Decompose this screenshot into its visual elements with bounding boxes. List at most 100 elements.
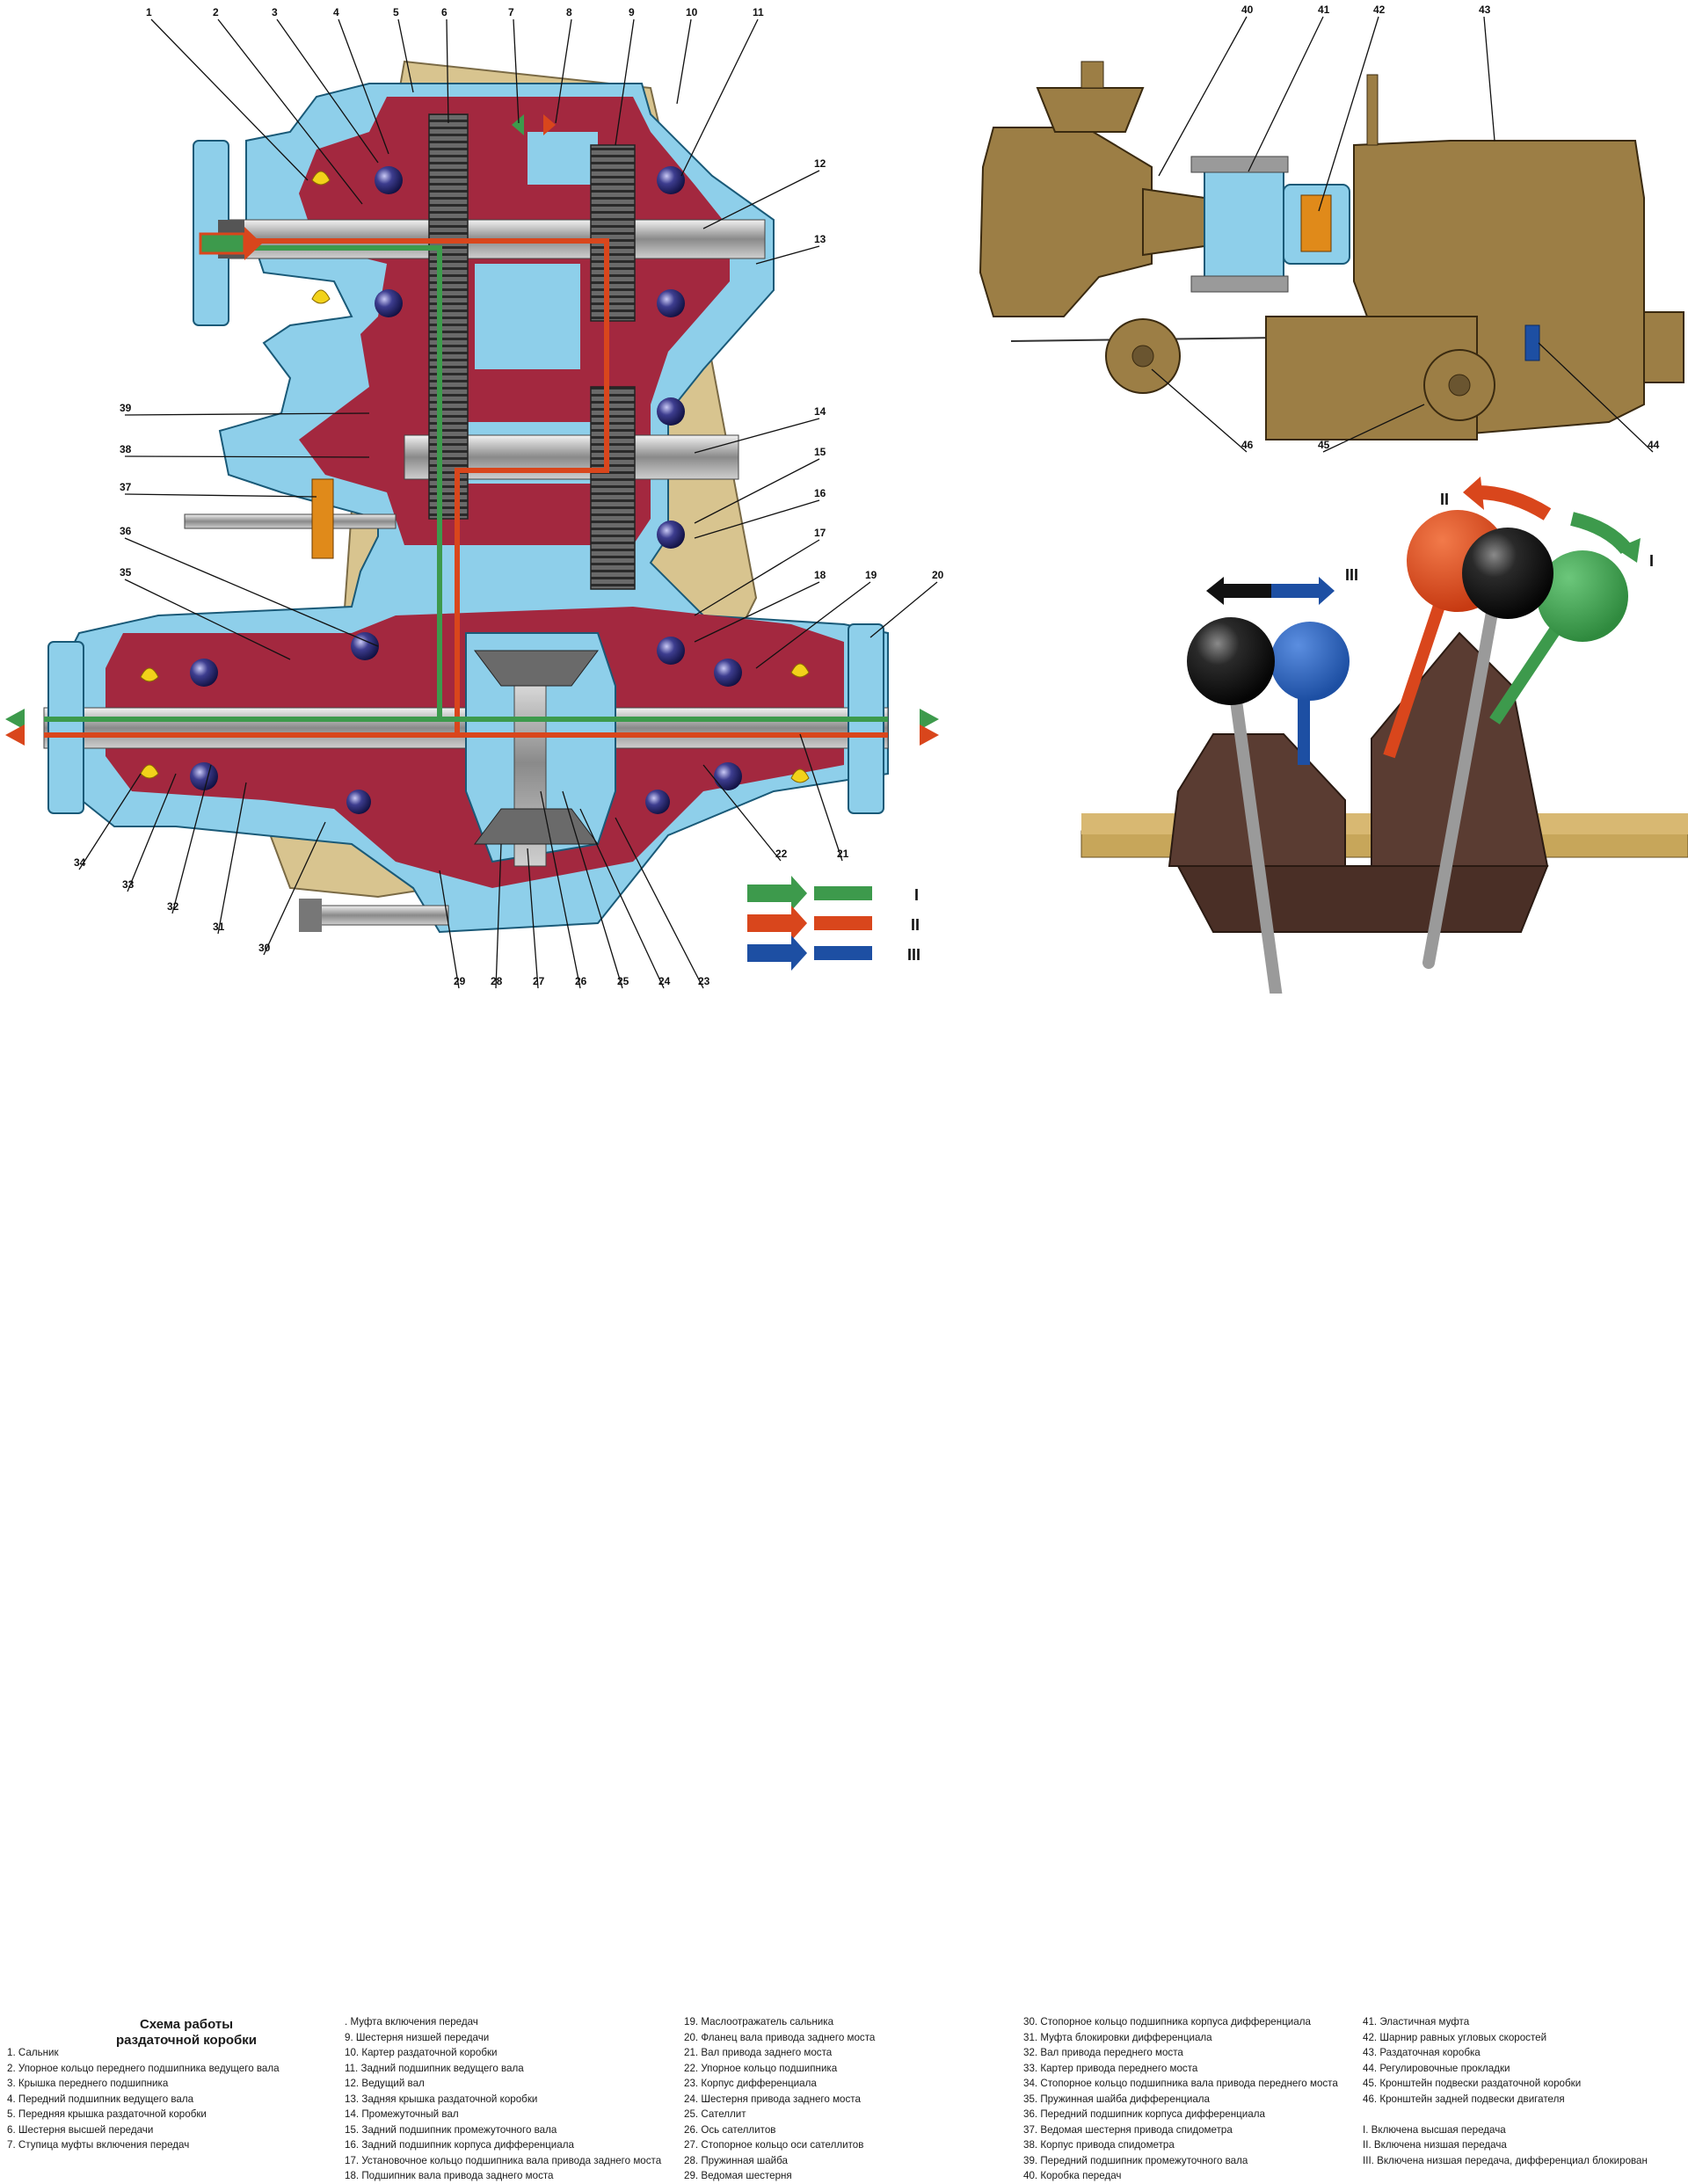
legend-item: III. Включена низшая передача, дифференц…	[1363, 2154, 1648, 2166]
legend-item: I. Включена высшая передача	[1363, 2123, 1506, 2136]
mode-legend-III: III	[747, 935, 920, 971]
callout-leader-45	[1322, 404, 1425, 453]
speedometer-gear	[311, 478, 334, 559]
output-arrows	[5, 709, 939, 746]
callout-number-18: 18	[814, 569, 826, 581]
coupling-bolt	[1190, 275, 1289, 293]
legend-item: 9. Шестерня низшей передачи	[345, 2031, 490, 2043]
legend-item: 40. Коробка передач	[1023, 2170, 1122, 2181]
callout-number-45: 45	[1318, 439, 1330, 451]
lever-position-II	[1383, 595, 1448, 759]
lever-label-II: II	[1440, 491, 1449, 508]
mode-label-I: I	[914, 886, 919, 904]
callout-leader-30	[263, 821, 326, 956]
callout-number-28: 28	[491, 975, 503, 987]
legend-item: 30. Стопорное кольцо подшипника корпуса …	[1023, 2016, 1311, 2027]
callout-leader-33	[127, 773, 177, 892]
legend-item: 32. Вал привода переднего моста	[1023, 2047, 1183, 2058]
drivetrain-assembly	[979, 61, 1684, 440]
callout-leader-11	[680, 18, 759, 177]
callout-leader-19	[755, 581, 871, 669]
callout-leader-29	[439, 870, 460, 989]
callout-number-38: 38	[120, 443, 132, 455]
legend-item: 43. Раздаточная коробка	[1363, 2047, 1481, 2058]
legend-item: 45. Кронштейн подвески раздаточной короб…	[1363, 2078, 1582, 2089]
legend-item: 20. Фланец вала привода заднего моста	[684, 2031, 876, 2043]
caption-title: Схема работы раздаточной коробки	[98, 2017, 274, 2049]
shift-arrow-red	[543, 114, 556, 135]
callout-leader-22	[702, 764, 782, 862]
callout-leader-43	[1483, 16, 1495, 142]
legend-item: 14. Промежуточный вал	[345, 2108, 459, 2120]
legend-item: 28. Пружинная шайба	[684, 2154, 788, 2166]
callout-number-2: 2	[213, 6, 219, 18]
bevel-gear	[474, 650, 599, 687]
elastic-coupling	[1204, 157, 1284, 291]
callout-number-29: 29	[454, 975, 466, 987]
callout-number-17: 17	[814, 527, 826, 539]
range-lever	[1422, 592, 1501, 969]
callout-leader-34	[78, 773, 142, 870]
legend-item: 24. Шестерня привода заднего моста	[684, 2093, 861, 2105]
callout-number-26: 26	[575, 975, 587, 987]
legend-item: 27. Стопорное кольцо оси сателлитов	[684, 2139, 864, 2151]
coupling-bolt	[1190, 156, 1289, 173]
legend-item: 3. Крышка переднего подшипника	[7, 2078, 169, 2089]
legend-item: 18. Подшипник вала привода заднего моста	[345, 2170, 554, 2181]
input-arrow	[199, 232, 246, 255]
callout-leader-13	[755, 245, 820, 265]
legend-item: 10. Картер раздаточной коробки	[345, 2047, 498, 2058]
callout-leader-17	[694, 539, 820, 616]
legend-item: 5. Передняя крышка раздаточной коробки	[7, 2108, 207, 2120]
input-arrow-head	[244, 227, 262, 260]
rear-output	[1643, 311, 1684, 383]
legend-item: 36. Передний подшипник корпуса дифференц…	[1023, 2108, 1265, 2120]
shim-44	[1524, 324, 1540, 361]
callout-number-21: 21	[837, 848, 849, 860]
lower-boot	[1176, 865, 1549, 933]
callout-leader-46	[1151, 368, 1248, 453]
legend-item: 34. Стопорное кольцо подшипника вала при…	[1023, 2078, 1338, 2089]
front-flange	[47, 641, 84, 814]
legend-item: 12. Ведущий вал	[345, 2078, 425, 2089]
transfer-case-bracket	[1265, 316, 1478, 440]
callout-number-44: 44	[1648, 439, 1660, 451]
callout-leader-31	[217, 782, 247, 935]
bevel-gear	[474, 808, 599, 845]
callout-leader-27	[527, 848, 539, 989]
mode-legend: I II III	[747, 876, 920, 971]
legend-item: 13. Задняя крышка раздаточной коробки	[345, 2093, 538, 2105]
callout-leader-20	[869, 581, 938, 638]
legend-item: 17. Установочное кольцо подшипника вала …	[345, 2154, 662, 2166]
legend-item: II. Включена низшая передача	[1363, 2139, 1507, 2151]
inner-web	[528, 132, 598, 185]
mode-label-III: III	[907, 946, 920, 964]
legend-item: . Муфта включения передач	[345, 2016, 478, 2027]
transfer-case-mount-45-nut	[1448, 374, 1471, 397]
callout-leader-36	[124, 537, 379, 647]
legend-item: 33. Картер привода переднего моста	[1023, 2062, 1198, 2074]
callout-number-46: 46	[1241, 439, 1254, 451]
mode-legend-II: II	[747, 906, 920, 941]
engine-mount-46-nut	[1131, 345, 1154, 368]
low-gear	[590, 144, 636, 322]
callout-leader-3	[276, 18, 379, 164]
seals	[140, 171, 810, 783]
legend-item: 21. Вал привода заднего моста	[684, 2047, 833, 2058]
legend-item: 35. Пружинная шайба дифференциала	[1023, 2093, 1211, 2105]
callout-leader-32	[171, 764, 212, 914]
legend-column-2: . Муфта включения передач 9. Шестерня низ…	[345, 2014, 661, 2184]
callout-leader-38	[124, 455, 370, 458]
callout-leader-7	[513, 18, 520, 124]
inner-web	[475, 264, 580, 369]
mode-label-II: II	[911, 916, 920, 934]
legend-item: 44. Регулировочные прокладки	[1363, 2062, 1510, 2074]
callout-number-7: 7	[508, 6, 514, 18]
legend-item: 7. Ступица муфты включения передач	[7, 2139, 190, 2151]
callout-number-13: 13	[814, 233, 826, 245]
callout-leader-2	[217, 18, 363, 205]
gearbox-tail	[1142, 187, 1205, 257]
callout-number-1: 1	[146, 6, 152, 18]
callout-number-41: 41	[1318, 4, 1330, 16]
